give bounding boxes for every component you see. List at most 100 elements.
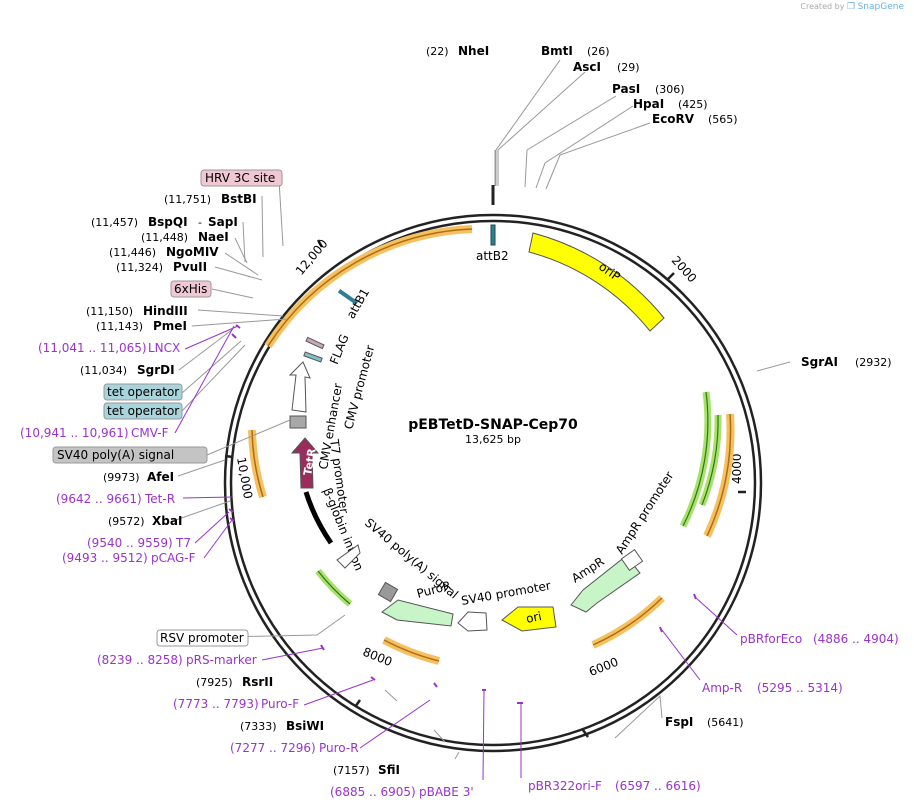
enzyme-label-SgrAI[interactable]: SgrAI (2932): [801, 355, 892, 369]
primer-name: pBR322ori-F: [528, 779, 602, 793]
enzyme-label-NaeI[interactable]: (11,448) NaeI: [141, 230, 229, 244]
enzyme-label-HindIII[interactable]: (11,150) HindIII: [86, 304, 188, 318]
enzyme-name: FspI: [665, 715, 693, 729]
boxed-label-tet-operator-2[interactable]: tet operator: [103, 402, 183, 420]
enzyme-name: SapI: [208, 215, 238, 229]
primer-range: (7773 .. 7793): [173, 697, 259, 711]
enzyme-pos: (11,150): [86, 305, 133, 318]
credit-text: Created by: [800, 2, 845, 11]
primer-label-Puro-R[interactable]: (7277 .. 7296) Puro-R: [230, 741, 359, 755]
enzyme-label-FspI[interactable]: FspI (5641): [665, 715, 744, 729]
primer-label-Amp-R[interactable]: Amp-R (5295 .. 5314): [702, 681, 843, 695]
primer-label-pBR322ori-F[interactable]: pBR322ori-F (6597 .. 6616): [528, 779, 701, 793]
enzyme-pos: (11,448): [141, 231, 188, 244]
primer-name: Puro-R: [319, 741, 359, 755]
enzyme-pos: (9973): [103, 471, 140, 484]
ori-label: ori: [525, 609, 543, 626]
enzyme-name: RsrII: [242, 675, 273, 689]
boxed-label-tet-operator-1[interactable]: tet operator: [103, 383, 183, 401]
enzyme-label-EcoRV[interactable]: EcoRV (565): [652, 112, 738, 126]
enzyme-label-RsrII[interactable]: (7925) RsrII: [196, 675, 273, 689]
green-arc-right-2-line: [701, 414, 719, 506]
primer-label-CMV-F[interactable]: (10,941 .. 10,961) CMV-F: [20, 426, 169, 440]
enzyme-pos: (2932): [855, 356, 892, 369]
enzyme-name: SgrAI: [801, 355, 838, 369]
primer-name: pBRforEco: [740, 632, 802, 646]
enzyme-label-XbaI[interactable]: (9572) XbaI: [108, 514, 182, 528]
enzyme-label-NgoMIV[interactable]: (11,446) NgoMIV: [109, 245, 219, 259]
enzyme-name: BsiWI: [286, 719, 324, 733]
primer-label-pRS-marker[interactable]: (8239 .. 8258) pRS-marker: [97, 653, 257, 667]
enzyme-name: HindIII: [143, 304, 188, 318]
boxed-label-rsv-promoter[interactable]: RSV promoter: [156, 629, 249, 647]
orange-arc-bottom-left-line: [383, 639, 440, 662]
enzyme-label-AscI[interactable]: AscI (29): [573, 60, 640, 74]
snapgene-credit: Created by ❒ SnapGene: [800, 2, 904, 12]
enzyme-label-SgrDI[interactable]: (11,034) SgrDI: [80, 363, 175, 377]
boxed-text: tet operator: [107, 404, 179, 418]
primer-label-Tet-R[interactable]: (9642 .. 9661) Tet-R: [56, 492, 175, 506]
primer-label-pCAG-F[interactable]: (9493 .. 9512) pCAG-F: [62, 551, 196, 565]
orange-arc-bottom-right: [591, 595, 665, 649]
primer-range: (5295 .. 5314): [757, 681, 843, 695]
orange-arc-right-line: [706, 413, 732, 537]
enzyme-label-BmtI[interactable]: BmtI (26): [541, 44, 610, 58]
primer-name: CMV-F: [131, 426, 169, 440]
enzyme-label-BspQI[interactable]: (11,457) BspQI - SapI: [91, 215, 238, 229]
enzyme-name: PasI: [612, 82, 640, 96]
FLAG-label: FLAG: [327, 332, 352, 366]
sv40-polya-box: [377, 581, 399, 603]
boxed-label-hrv3c[interactable]: HRV 3C site: [200, 169, 283, 187]
primer-name: pRS-marker: [186, 653, 257, 667]
enzyme-name: HpaI: [633, 97, 664, 111]
primer-name: Amp-R: [702, 681, 742, 695]
primer-label-LNCX[interactable]: (11,041 .. 11,065) LNCX: [38, 341, 180, 355]
enzyme-label-PmeI[interactable]: (11,143) PmeI: [96, 319, 187, 333]
plasmid-length: 13,625 bp: [465, 433, 521, 446]
FLAG-marker-2: [303, 351, 323, 363]
green-arc-left-line: [317, 570, 351, 605]
primer-name: T7: [175, 536, 191, 550]
primer-label-T7[interactable]: (9540 .. 9559) T7: [87, 536, 191, 550]
green-arc-right-1: [679, 391, 712, 528]
enzyme-pos: (11,751): [164, 193, 211, 206]
grey-box-feature: [289, 415, 307, 429]
cmv-promoter-arrow: [288, 361, 311, 413]
enzyme-label-NheI[interactable]: (22) NheI: [426, 44, 489, 58]
enzyme-label-HpaI[interactable]: HpaI (425): [633, 97, 708, 111]
boxed-text: 6xHis: [174, 282, 207, 296]
enzyme-label-BstBI[interactable]: (11,751) BstBI: [164, 192, 257, 206]
tetR-feature: [290, 437, 320, 489]
boxed-label-6xhis[interactable]: 6xHis: [170, 280, 212, 298]
enzyme-label-BsiWI[interactable]: (7333) BsiWI: [240, 719, 324, 733]
enzyme-label-AfeI[interactable]: (9973) AfeI: [103, 470, 174, 484]
attB1-label: attB1: [344, 286, 372, 321]
tick-label: 4000: [730, 453, 744, 484]
enzyme-pos: (11,324): [116, 261, 163, 274]
enzyme-label-SfiI[interactable]: (7157) SfiI: [333, 763, 400, 777]
enzyme-name: XbaI: [152, 514, 182, 528]
enzyme-pos: (5641): [707, 716, 744, 729]
enzyme-name: SgrDI: [137, 363, 175, 377]
ori-feature: [501, 606, 557, 632]
separator: -: [198, 216, 202, 229]
primer-label-Puro-F[interactable]: (7773 .. 7793) Puro-F: [173, 697, 299, 711]
ampR-promoter-label: AmpR promoter: [613, 469, 677, 557]
primer-leader-lines: [174, 325, 738, 781]
enzyme-pos: (11,034): [80, 364, 127, 377]
tetR-label: TetR: [301, 447, 319, 477]
enzyme-name: BstBI: [221, 192, 257, 206]
primer-ticks: [228, 324, 697, 704]
enzyme-leader-lines-top: [221, 59, 791, 760]
primer-range: (7277 .. 7296): [230, 741, 316, 755]
primer-range: (9493 .. 9512): [62, 551, 148, 565]
enzyme-pos: (7333): [240, 720, 277, 733]
beta-globin-arc: [303, 491, 334, 545]
boxed-label-sv40-polya[interactable]: SV40 poly(A) signal: [52, 446, 208, 464]
primer-label-pBABE3[interactable]: (6885 .. 6905) pBABE 3': [330, 785, 474, 799]
enzyme-label-PvuII[interactable]: (11,324) PvuII: [116, 260, 207, 274]
puroR-feature: [381, 599, 454, 627]
primer-label-pBRforEco[interactable]: pBRforEco (4886 .. 4904): [740, 632, 899, 646]
enzyme-label-PasI[interactable]: PasI (306): [612, 82, 685, 96]
